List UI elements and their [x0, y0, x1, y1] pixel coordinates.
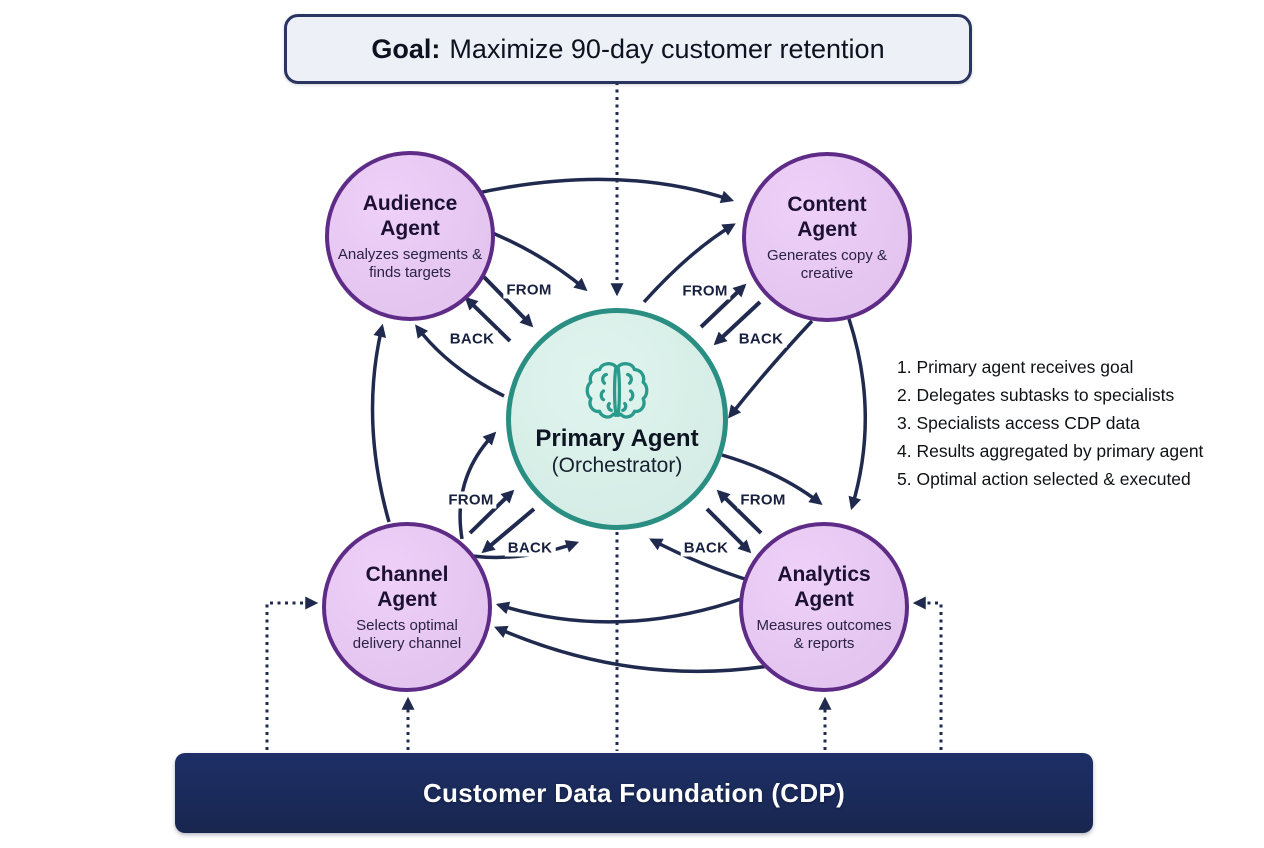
channel-from-arrow: [468, 489, 515, 535]
analytics-to-channel-inner-arc: [495, 596, 745, 624]
cdp-to-channel-elbow-dotted: [265, 596, 319, 750]
audience-to-content-arc: [472, 177, 735, 204]
from-label-content: FROM: [679, 282, 731, 300]
audience-agent-description: Analyzes segments & finds targets: [337, 245, 483, 281]
audience-back-arrow: [464, 296, 512, 343]
content-to-analytics-arc: [847, 318, 867, 511]
analytics-from-arrow: [716, 489, 763, 535]
workflow-step: 4. Results aggregated by primary agent: [897, 441, 1204, 461]
channel-to-primary-arc: [458, 431, 497, 540]
cdp-label: Customer Data Foundation (CDP): [422, 777, 846, 808]
channel-agent-title: Channel Agent: [365, 562, 449, 611]
goal-prefix: Goal:: [371, 33, 441, 64]
dotted-connectors: [265, 82, 943, 751]
audience-agent-title: Audience Agent: [362, 191, 458, 240]
analytics-to-channel-arc: [494, 625, 776, 674]
from-back-arrows: [464, 275, 763, 554]
channel-agent-node: Channel Agent Selects optimal delivery c…: [322, 522, 492, 692]
content-back-arrow: [713, 300, 762, 346]
content-agent-description: Generates copy & creative: [766, 246, 888, 282]
workflow-step: 1. Primary agent receives goal: [897, 357, 1134, 377]
from-label-audience: FROM: [503, 281, 555, 299]
goal-text: Maximize 90-day customer retention: [449, 33, 885, 64]
workflow-steps: 1. Primary agent receives goal 2. Delega…: [897, 353, 1203, 493]
workflow-step: 3. Specialists access CDP data: [897, 413, 1140, 433]
channel-agent-description: Selects optimal delivery channel: [352, 616, 462, 652]
back-label-content: BACK: [735, 330, 787, 348]
from-label-channel: FROM: [445, 491, 497, 509]
content-to-primary-arc: [727, 319, 814, 419]
channel-to-audience-arc: [370, 323, 391, 523]
primary-to-audience-arc: [415, 324, 505, 398]
outer-ring-arcs: [370, 177, 867, 674]
analytics-back-arrow: [705, 507, 752, 554]
brain-icon: [585, 362, 649, 419]
analytics-agent-description: Measures outcomes & reports: [756, 616, 892, 652]
channel-back-arrow: [481, 507, 536, 554]
primary-to-analytics-arc: [721, 453, 823, 505]
primary-agent-subtitle: (Orchestrator): [551, 454, 683, 477]
content-agent-node: Content Agent Generates copy & creative: [742, 152, 912, 322]
analytics-to-primary-arc: [649, 538, 752, 583]
content-agent-title: Content Agent: [787, 192, 867, 241]
goal-box: Goal: Maximize 90-day customer retention: [284, 14, 972, 84]
back-label-analytics: BACK: [680, 539, 732, 557]
workflow-step: 2. Delegates subtasks to specialists: [897, 385, 1175, 405]
primary-agent-node: Primary Agent (Orchestrator): [506, 308, 728, 530]
back-label-channel: BACK: [504, 539, 556, 557]
content-from-arrow: [699, 283, 747, 329]
audience-from-arrow: [482, 275, 534, 328]
back-label-audience: BACK: [446, 330, 498, 348]
workflow-step: 5. Optimal action selected & executed: [897, 469, 1191, 489]
primary-agent-title: Primary Agent: [535, 425, 699, 452]
cdp-to-analytics-elbow-dotted: [912, 596, 943, 750]
analytics-agent-node: Analytics Agent Measures outcomes & repo…: [739, 522, 909, 692]
audience-agent-node: Audience Agent Analyzes segments & finds…: [325, 151, 495, 321]
from-label-analytics: FROM: [737, 491, 789, 509]
primary-to-content-arc: [642, 223, 736, 304]
analytics-agent-title: Analytics Agent: [777, 562, 871, 611]
cdp-foundation-bar: Customer Data Foundation (CDP): [175, 753, 1093, 833]
